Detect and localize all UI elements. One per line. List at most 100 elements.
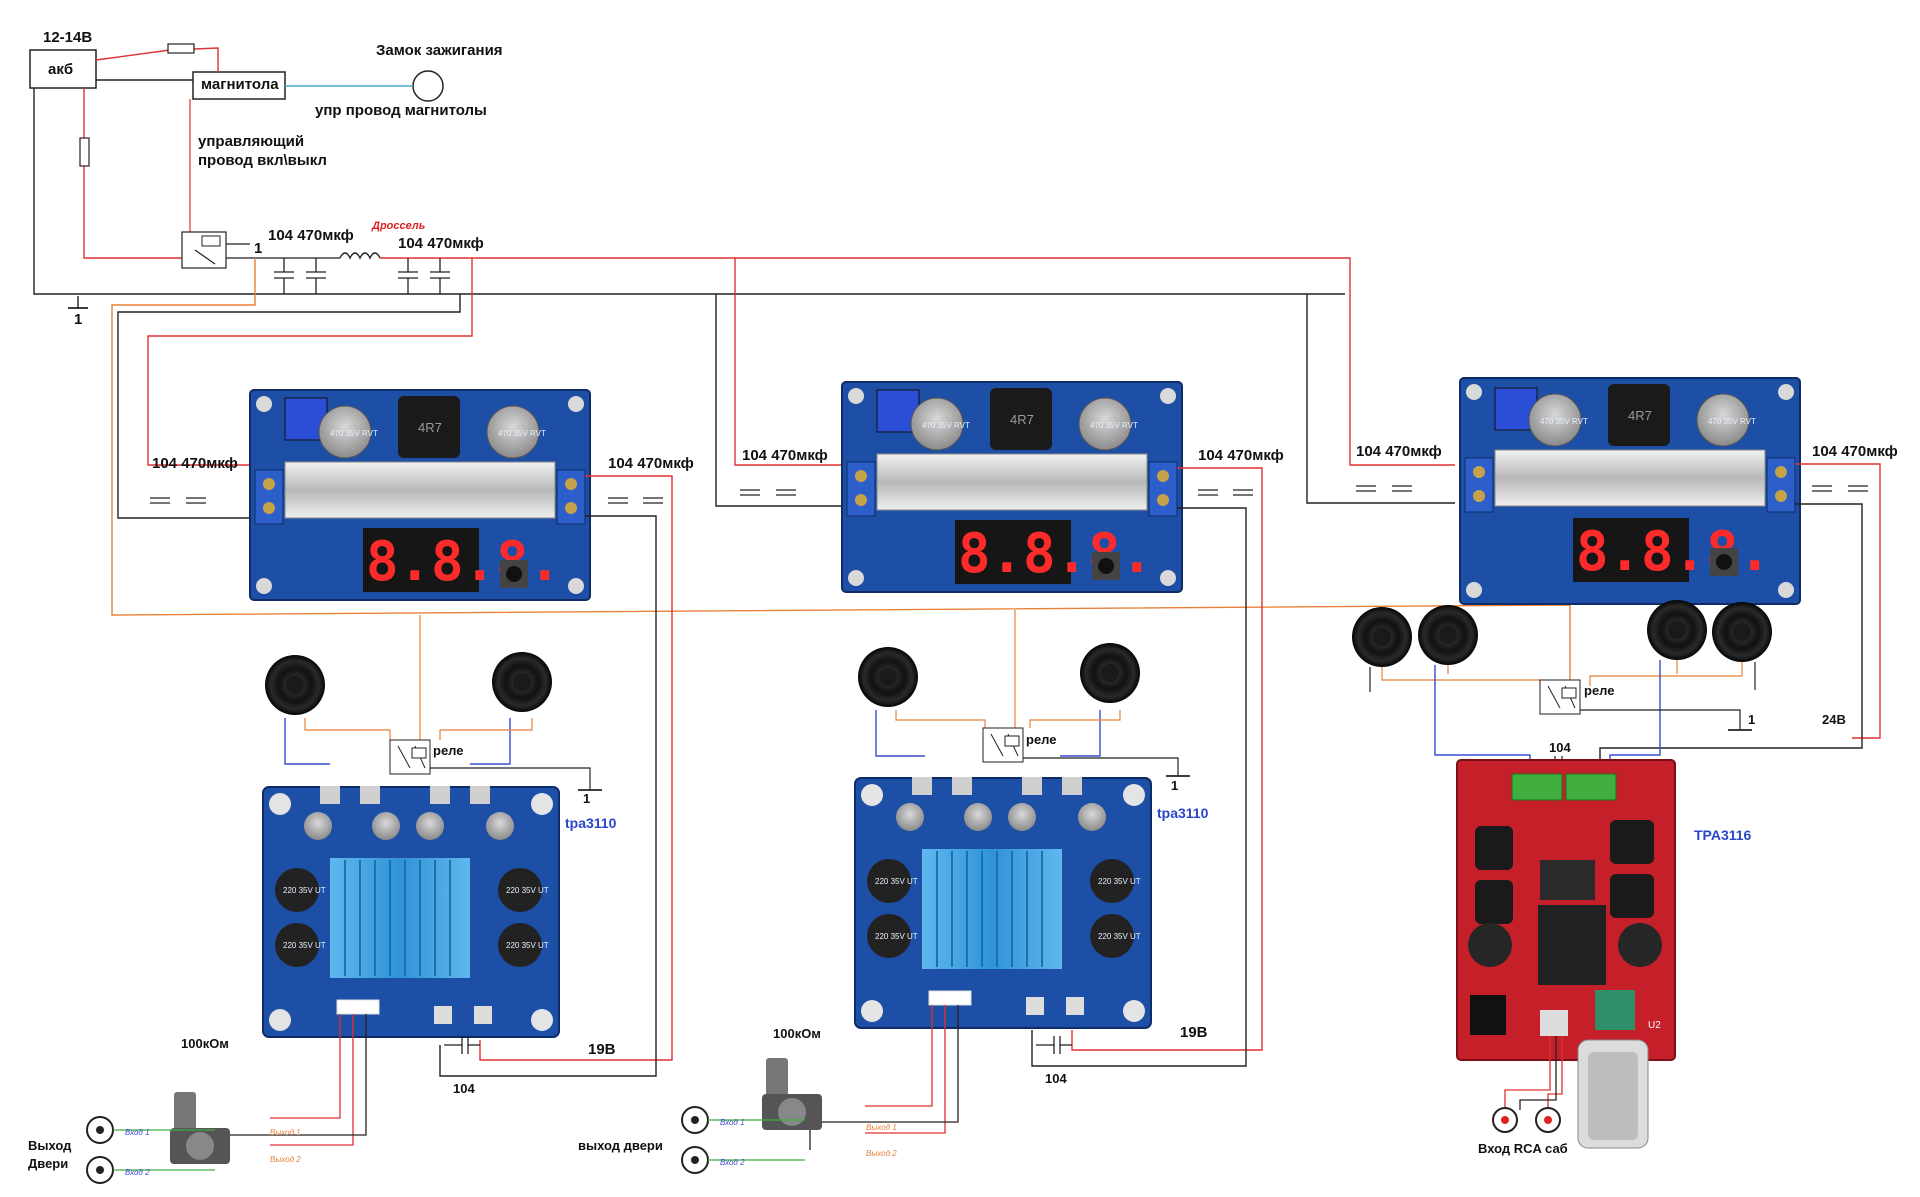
control-wire-label-1: управляющий [198, 133, 304, 150]
power-wire [95, 47, 219, 72]
main-relay: 1 [181, 231, 262, 269]
sub-amp-board: U2 [1456, 759, 1676, 1061]
speaker-icon [1080, 643, 1140, 703]
signal-wire [1547, 1036, 1563, 1108]
relay-icon [982, 727, 1024, 763]
speaker-icon [492, 652, 552, 712]
amp-power-wire [1071, 467, 1263, 1051]
amp-power-wire [479, 475, 673, 1061]
amp-ground-wire [439, 515, 657, 1077]
svg-text:Выход 1: Выход 1 [270, 1128, 301, 1137]
svg-text:Вход 2: Вход 2 [125, 1168, 150, 1177]
svg-text:470 35V RVT: 470 35V RVT [922, 421, 970, 430]
rca-jack-icon [86, 1156, 114, 1184]
svg-text:Выход 2: Выход 2 [866, 1149, 897, 1158]
sub-relay-label: реле [1584, 683, 1615, 698]
control-wire-label-2: провод вкл\выкл [198, 152, 327, 169]
svg-text:Выход 1: Выход 1 [866, 1123, 897, 1132]
cap-icon [444, 1036, 480, 1054]
svg-text:220 35V UT: 220 35V UT [875, 932, 918, 941]
amp-2-relay-label: реле [1026, 732, 1057, 747]
rca-jack-icon [681, 1146, 709, 1174]
boost-module-2: 470 35V RVT 4R7 470 35V RVT 8.8.8. [841, 381, 1183, 593]
amp-1-cap-label: 104 [453, 1081, 475, 1096]
boost-3-in-caps: 104 470мкф [1356, 443, 1442, 460]
boost-1-out-caps: 104 470мкф [608, 455, 694, 472]
ground-bus [33, 88, 1345, 295]
amp-1-voltage: 19В [588, 1041, 616, 1058]
svg-text:1: 1 [254, 240, 262, 257]
speaker-wire [284, 718, 330, 765]
amp-1-name: tpa3110 [565, 815, 617, 831]
head-unit-block: магнитола [192, 71, 286, 100]
boost-display: 8.8.8. [366, 530, 561, 593]
svg-text:Вход 1: Вход 1 [125, 1128, 150, 1137]
svg-text:220 35V UT: 220 35V UT [1098, 877, 1141, 886]
svg-text:220 35V UT: 220 35V UT [283, 941, 326, 950]
boost-module-1: 470 35V RVT 4R7 470 35V RVT 8.8.8. [249, 389, 591, 601]
rca-jack-icon [1492, 1107, 1518, 1133]
relay-icon [1539, 679, 1581, 715]
amp-2-cap-label: 104 [1045, 1071, 1067, 1086]
svg-text:Вход 2: Вход 2 [720, 1158, 745, 1167]
signal-wire [270, 1014, 354, 1146]
ignition-lock-symbol [412, 70, 444, 102]
potentiometer-icon [170, 1092, 230, 1164]
rca-jack-icon [681, 1106, 709, 1134]
amp-board-2: 220 35V UT 220 35V UT 220 35V UT 220 35V… [854, 777, 1152, 1029]
speaker-icon [1647, 600, 1707, 660]
svg-text:220 35V UT: 220 35V UT [506, 886, 549, 895]
svg-text:470 35V RVT: 470 35V RVT [1090, 421, 1138, 430]
boost-2-out-caps: 104 470мкф [1198, 447, 1284, 464]
choke-icon [339, 252, 381, 260]
amp-ground-wire [1599, 503, 1863, 764]
svg-text:4R7: 4R7 [1628, 408, 1652, 423]
svg-text:470 35V RVT: 470 35V RVT [1540, 417, 1588, 426]
signal-wire [1504, 1036, 1551, 1108]
amp-1-output-label-2: Двери [28, 1156, 68, 1171]
svg-text:220 35V UT: 220 35V UT [875, 877, 918, 886]
speaker-wire [1029, 710, 1121, 728]
filter-caps-label-1: 104 470мкф [268, 227, 354, 244]
svg-text:Вход 1: Вход 1 [720, 1118, 745, 1127]
speaker-wire [470, 718, 511, 765]
cap-pair-icon [274, 258, 450, 294]
power-wire [83, 88, 182, 259]
svg-text:220 35V UT: 220 35V UT [1098, 932, 1141, 941]
signal-wire [270, 1014, 341, 1119]
speaker-wire [895, 710, 986, 728]
svg-text:470 35V RVT: 470 35V RVT [330, 429, 378, 438]
speaker-icon [1712, 602, 1772, 662]
amp-2-output-label: выход двери [578, 1138, 663, 1153]
speaker-wire [1589, 662, 1743, 686]
svg-text:4R7: 4R7 [1010, 412, 1034, 427]
sub-cap-label: 104 [1549, 740, 1571, 755]
boost-1-in-caps: 104 470мкф [152, 455, 238, 472]
speaker-wire [304, 718, 391, 740]
boost-display: 8.8.8. [958, 522, 1153, 585]
power-line [734, 258, 848, 466]
amp-2-pot-label: 100кОм [773, 1026, 821, 1041]
sub-amp-name: TPA3116 [1694, 827, 1752, 843]
control-wire [189, 99, 200, 241]
speaker-icon [858, 647, 918, 707]
sub-voltage-label: 24В [1822, 712, 1846, 727]
speaker-icon [1352, 607, 1412, 667]
battery-block: акб 12-14В [29, 29, 97, 89]
speaker-icon [265, 655, 325, 715]
speaker-icon [1418, 605, 1478, 665]
speaker-wire [1381, 667, 1541, 686]
svg-text:4R7: 4R7 [418, 420, 442, 435]
filter-caps-label-2: 104 470мкф [398, 235, 484, 252]
amp-1-ground-label: 1 [583, 791, 590, 806]
supply-voltage-label: 12-14В [43, 29, 92, 46]
amp-2-ground-label: 1 [1171, 778, 1178, 793]
fuse-icon [79, 137, 90, 167]
amp-power-wire [1795, 463, 1881, 739]
potentiometer-icon [762, 1058, 822, 1130]
cap-icon [1036, 1036, 1072, 1054]
cap-pair-icon [150, 485, 1868, 504]
remote-control-bus [111, 258, 1571, 686]
head-unit-wire-label: упр провод магнитолы [315, 102, 487, 119]
